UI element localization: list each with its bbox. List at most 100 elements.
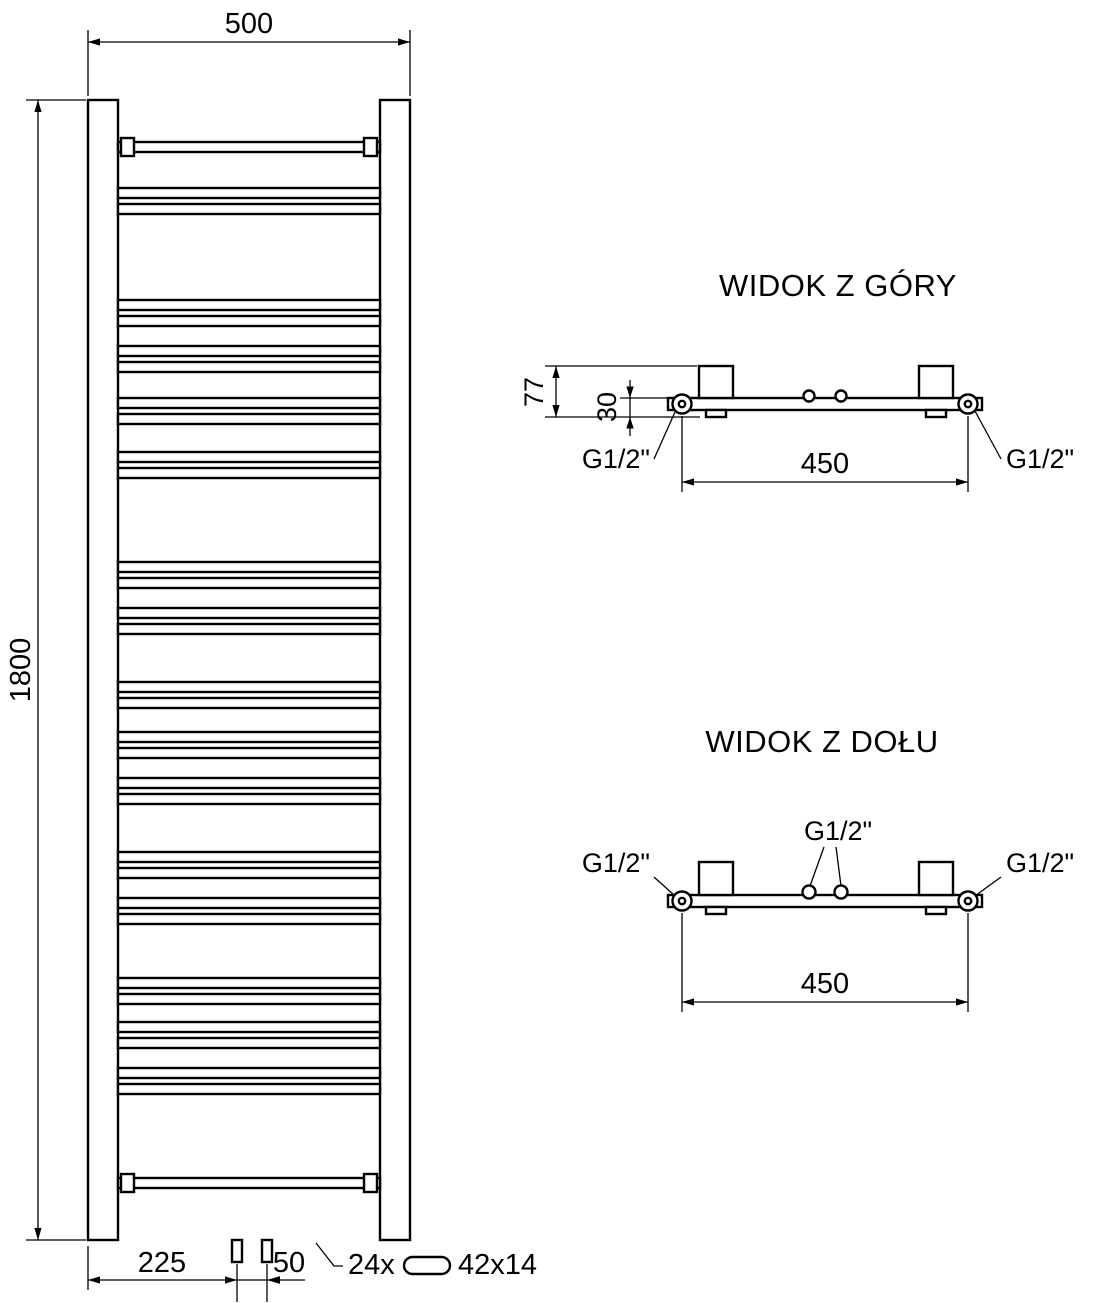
width-dimension: 500: [87, 8, 411, 96]
bottom-dimensions: 225 50: [87, 1246, 305, 1302]
radiator-tube: [116, 866, 382, 880]
wall-bracket: [917, 364, 955, 400]
span-dim-label: 450: [801, 968, 849, 1000]
center-port-label: G1/2": [804, 816, 872, 846]
dimension-arrow: [267, 1276, 280, 1284]
radiator-tube: [116, 776, 382, 790]
left-connection-pipe: [230, 1238, 244, 1264]
radiator-tube: [116, 450, 382, 464]
radiator-tube: [116, 792, 382, 806]
leader-line: [974, 876, 1002, 897]
depth-dim-label: 77: [519, 377, 549, 407]
leader-line: [974, 410, 1002, 460]
bottom-view-title: WIDOK Z DOŁU: [705, 724, 938, 759]
hanger-tube: [116, 140, 382, 154]
right-connection-pipe: [260, 1238, 274, 1264]
left-port-circle-inner: [677, 399, 687, 409]
radiator-tube: [116, 298, 382, 312]
right-port-label: G1/2": [1006, 848, 1074, 878]
tube-spec-callout: 24x 42x14: [315, 1242, 537, 1281]
radiator-tube: [116, 912, 382, 926]
left-rail: [86, 98, 120, 1242]
leader-line: [653, 411, 676, 460]
radiator-tube: [116, 186, 382, 200]
right-port-label: G1/2": [1006, 444, 1074, 474]
radiator-tube: [116, 576, 382, 590]
radiator-panel-top-view: [666, 396, 984, 412]
wall-bracket: [917, 860, 955, 897]
tube-group: [116, 186, 382, 1096]
top-view-section: WIDOK Z GÓRY 77 30: [519, 268, 1074, 492]
hanger-collar: [119, 136, 136, 158]
hanger-tube: [116, 1176, 382, 1190]
radiator-tube: [116, 344, 382, 358]
width-dim-label: 500: [225, 8, 273, 40]
radiator-tube: [116, 560, 382, 574]
leader-line: [809, 846, 825, 887]
radiator-tube: [116, 992, 382, 1006]
span-dim-label: 450: [801, 448, 849, 480]
height-dimension: 1800: [5, 99, 86, 1241]
top-view-drawing: 77 30: [519, 364, 984, 436]
radiator-tube: [116, 730, 382, 744]
bracket-foot: [924, 408, 948, 419]
bottom-hanger-tube: [116, 1172, 382, 1194]
right-port-circle-inner: [963, 399, 973, 409]
radiator-panel-bottom-view: [666, 893, 984, 909]
radiator-tube: [116, 680, 382, 694]
bottom-view-drawing: [666, 860, 984, 916]
center-port-circle: [834, 389, 848, 403]
tube-count-label: 24x: [348, 1249, 395, 1281]
radiator-tube: [116, 412, 382, 426]
radiator-tube: [116, 466, 382, 480]
bracket-foot: [704, 905, 728, 916]
radiator-tube: [116, 1036, 382, 1050]
radiator-tube: [116, 360, 382, 374]
radiator-tube: [116, 1020, 382, 1034]
center-port-circle: [833, 884, 849, 900]
leader-line: [653, 876, 675, 896]
tube-profile-icon: [402, 1255, 452, 1276]
hanger-collar: [362, 1172, 379, 1194]
center-port-circle: [801, 884, 817, 900]
radiator-tube: [116, 622, 382, 636]
radiator-tube: [116, 202, 382, 216]
wall-bracket: [697, 364, 735, 400]
height-dim-label: 1800: [5, 638, 37, 703]
top-view-title: WIDOK Z GÓRY: [719, 268, 957, 303]
left-port-label: G1/2": [582, 848, 650, 878]
radiator-tube: [116, 696, 382, 710]
leader-line: [835, 846, 842, 887]
left-port-label: G1/2": [582, 444, 650, 474]
hanger-collar: [362, 136, 379, 158]
radiator-tube: [116, 850, 382, 864]
radiator-tube: [116, 396, 382, 410]
wall-bracket: [697, 860, 735, 897]
dimension-arrow: [626, 417, 634, 429]
radiator-tube: [116, 1082, 382, 1096]
radiator-tube: [116, 896, 382, 910]
radiator-tube: [116, 1066, 382, 1080]
front-view: 500 1800: [5, 8, 537, 1302]
top-hanger-tube: [116, 136, 382, 158]
tube-profile-label: 42x14: [458, 1249, 537, 1281]
right-port-circle-inner: [963, 896, 973, 906]
bottom-left-dim-label: 225: [138, 1247, 186, 1279]
hanger-collar: [119, 1172, 136, 1194]
right-rail: [378, 98, 412, 1242]
radiator-tube: [116, 976, 382, 990]
bottom-view-span-dimension: 450: [681, 913, 969, 1012]
left-port-circle-inner: [677, 896, 687, 906]
bottom-view-section: WIDOK Z DOŁU G1/2" G1/2" G1/2": [582, 724, 1074, 1012]
radiator-tube: [116, 314, 382, 328]
dimension-arrow: [626, 386, 634, 398]
bracket-foot: [924, 905, 948, 916]
radiator-tube: [116, 746, 382, 760]
center-port-circle: [802, 389, 816, 403]
bracket-foot: [704, 408, 728, 419]
bottom-right-dim-label: 50: [273, 1247, 305, 1279]
leader-line: [315, 1242, 343, 1267]
top-view-span-dimension: 450: [681, 416, 969, 492]
